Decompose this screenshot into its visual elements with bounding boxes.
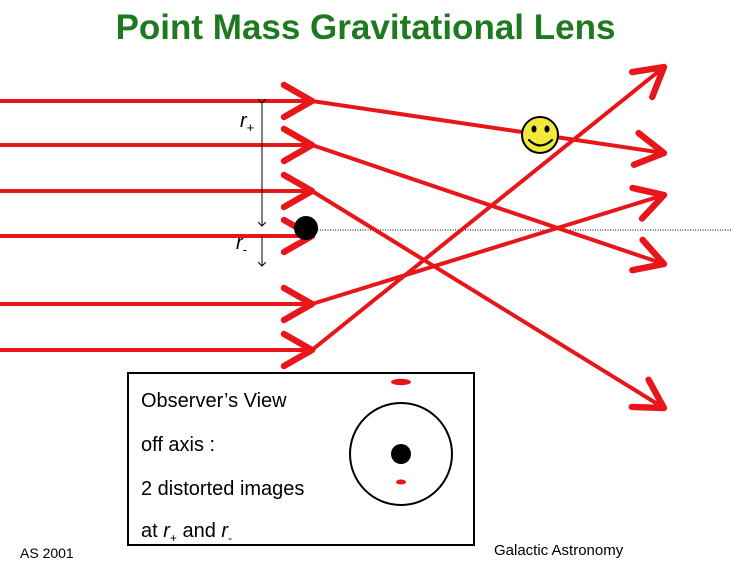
observer-sky-view	[349, 374, 473, 544]
image-r-plus	[391, 379, 411, 385]
observer-line-3: 2 distorted images	[141, 478, 304, 501]
black-dot-icon	[294, 216, 318, 240]
observer-line-2: off axis :	[141, 434, 215, 457]
footer-left: AS 2001	[20, 545, 74, 561]
smiley-face-icon	[522, 117, 558, 153]
deflected-ray	[312, 145, 664, 264]
observer-line-1: Observer’s View	[141, 390, 287, 413]
r-minus-label: r-	[236, 232, 247, 257]
deflected-rays	[312, 67, 664, 408]
footer-right: Galactic Astronomy	[494, 542, 623, 559]
deflected-ray	[312, 195, 664, 304]
observer-view-panel: Observer’s View off axis : 2 distorted i…	[127, 372, 475, 546]
lens-dot	[391, 444, 411, 464]
incoming-rays	[0, 101, 312, 350]
image-r-minus	[396, 480, 406, 485]
r-plus-label: r+	[240, 110, 254, 135]
observer-line-4: at r+ and r-	[141, 520, 232, 545]
